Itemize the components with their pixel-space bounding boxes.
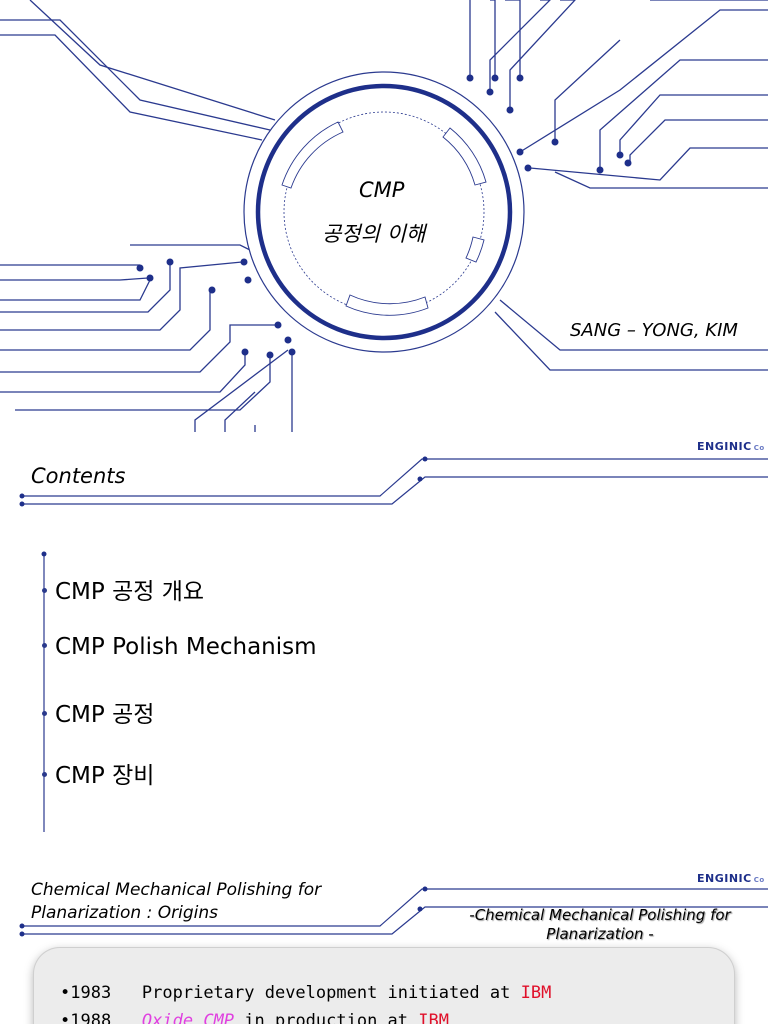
circuit-decoration — [0, 0, 768, 432]
bullet-dot — [42, 588, 47, 593]
author-name: SANG – YONG, KIM — [570, 320, 738, 341]
header-lines — [19, 886, 768, 937]
origins-box: •1983 Proprietary development initiated … — [34, 948, 734, 1024]
contents-item: CMP 공정 개요 — [42, 572, 204, 606]
slide-subtitle: 공정의 이해 — [322, 222, 426, 246]
slide-title: CMP — [359, 178, 405, 202]
bullet-dot — [42, 772, 47, 777]
origin-item: •1988 Oxide CMP in production at IBM — [60, 1011, 449, 1024]
contents-item: CMP Polish Mechanism — [42, 634, 317, 660]
contents-item: CMP 장비 — [42, 756, 154, 790]
contents-heading: Contents — [31, 464, 126, 488]
header-lines — [19, 456, 768, 832]
origins-heading: Chemical Mechanical Polishing for Planar… — [31, 880, 322, 923]
origin-item: •1983 Proprietary development initiated … — [60, 983, 552, 1003]
main-ring — [255, 83, 513, 341]
bullet-dot — [42, 711, 47, 716]
title-slide: CMP 공정의 이해 SANG – YONG, KIM — [0, 0, 768, 432]
origins-caption: -Chemical Mechanical Polishing for Plana… — [469, 906, 731, 943]
bullet-dot — [42, 643, 47, 648]
contents-item: CMP 공정 — [42, 695, 154, 729]
